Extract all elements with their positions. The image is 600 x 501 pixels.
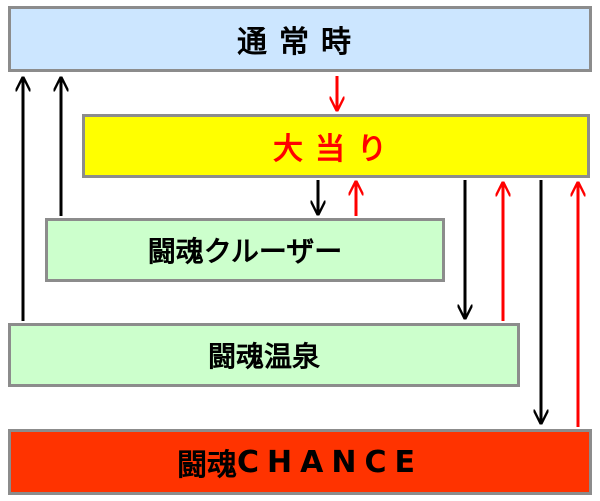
state-normal-box: 通常時 bbox=[8, 6, 592, 72]
state-jackpot-box: 大当り bbox=[82, 114, 590, 178]
state-chance-label-ascii: CHANCE bbox=[237, 444, 423, 480]
state-normal-label: 通常時 bbox=[237, 25, 363, 60]
state-onsen-label: 闘魂温泉 bbox=[207, 340, 320, 373]
state-onsen-box: 闘魂温泉 bbox=[8, 323, 520, 387]
state-cruiser-box: 闘魂クルーザー bbox=[45, 218, 445, 282]
state-cruiser-label: 闘魂クルーザー bbox=[147, 235, 343, 268]
state-jackpot-label: 大当り bbox=[273, 132, 399, 167]
state-chance-label-kanji: 闘魂 bbox=[177, 448, 238, 483]
